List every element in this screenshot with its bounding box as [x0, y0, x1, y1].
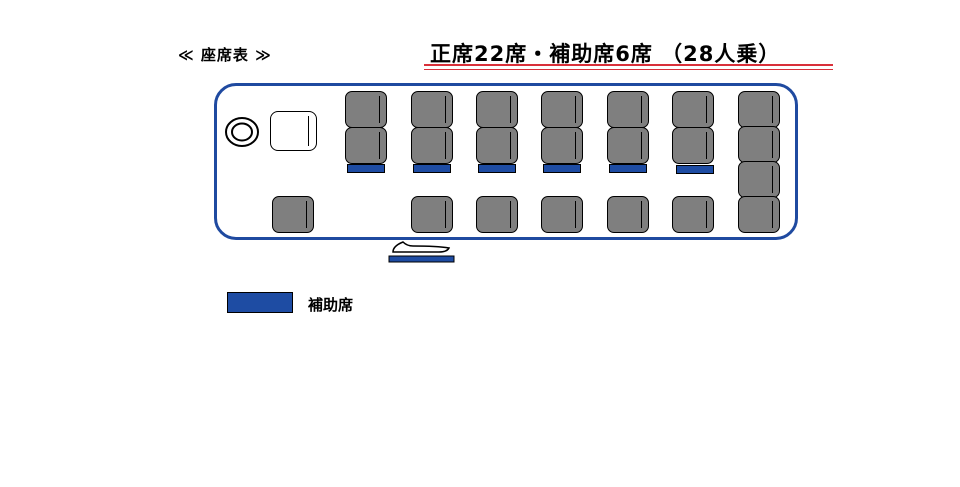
aux-seat: [676, 165, 714, 174]
seat: [607, 91, 649, 128]
seat: [272, 196, 314, 233]
seat: [345, 91, 387, 128]
seat: [672, 127, 714, 164]
aux-seat: [347, 164, 385, 173]
capacity-title: 正席22席・補助席6席 （28人乗）: [430, 42, 781, 66]
seat: [541, 196, 583, 233]
seat: [476, 91, 518, 128]
seat: [738, 196, 780, 233]
title-underline-bottom: [424, 69, 833, 70]
aux-seat: [413, 164, 451, 173]
seat: [541, 127, 583, 164]
seat: [411, 91, 453, 128]
legend-aux-label: 補助席: [308, 296, 354, 314]
aux-seat: [609, 164, 647, 173]
seat: [476, 127, 518, 164]
title-underline-top: [424, 64, 833, 66]
aux-seat: [478, 164, 516, 173]
seat: [607, 196, 649, 233]
seat: [738, 161, 780, 198]
aux-seat: [543, 164, 581, 173]
seat: [738, 91, 780, 128]
seat: [411, 196, 453, 233]
seat: [541, 91, 583, 128]
seat: [672, 91, 714, 128]
seat: [345, 127, 387, 164]
legend-aux-swatch: [227, 292, 293, 313]
entrance-step-icon: [388, 241, 455, 263]
seat-chart-label: ≪ 座席表 ≫: [178, 46, 272, 64]
seat: [411, 127, 453, 164]
seat: [607, 127, 649, 164]
seat: [738, 126, 780, 163]
steering-wheel-icon: [225, 117, 259, 147]
driver-seat: [270, 111, 317, 151]
seat: [476, 196, 518, 233]
seat: [672, 196, 714, 233]
